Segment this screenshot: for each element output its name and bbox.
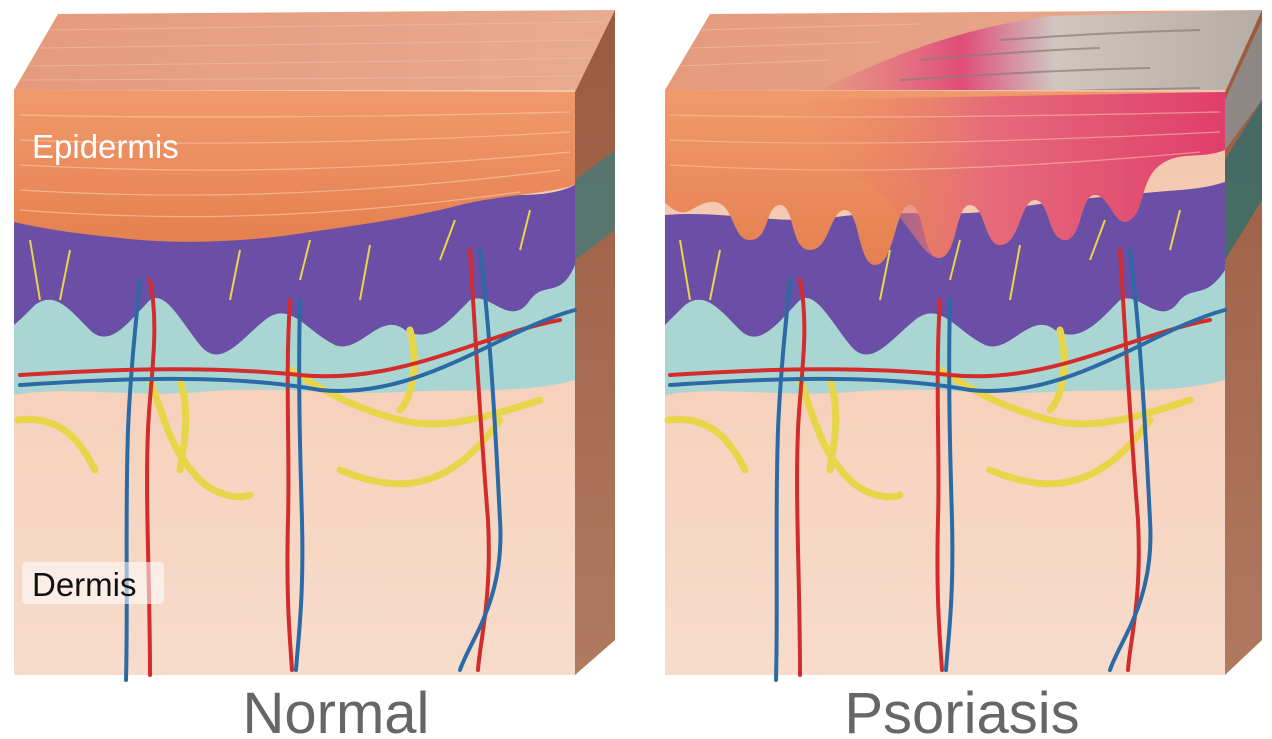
epidermis-label: Epidermis xyxy=(32,128,179,165)
normal-side-face xyxy=(575,10,615,675)
psoriasis-skin-block xyxy=(665,10,1262,680)
normal-caption: Normal xyxy=(243,681,430,739)
normal-skin-block: Epidermis Dermis xyxy=(14,10,615,680)
psoriasis-caption: Psoriasis xyxy=(844,681,1079,739)
dermis-label: Dermis xyxy=(32,566,137,603)
